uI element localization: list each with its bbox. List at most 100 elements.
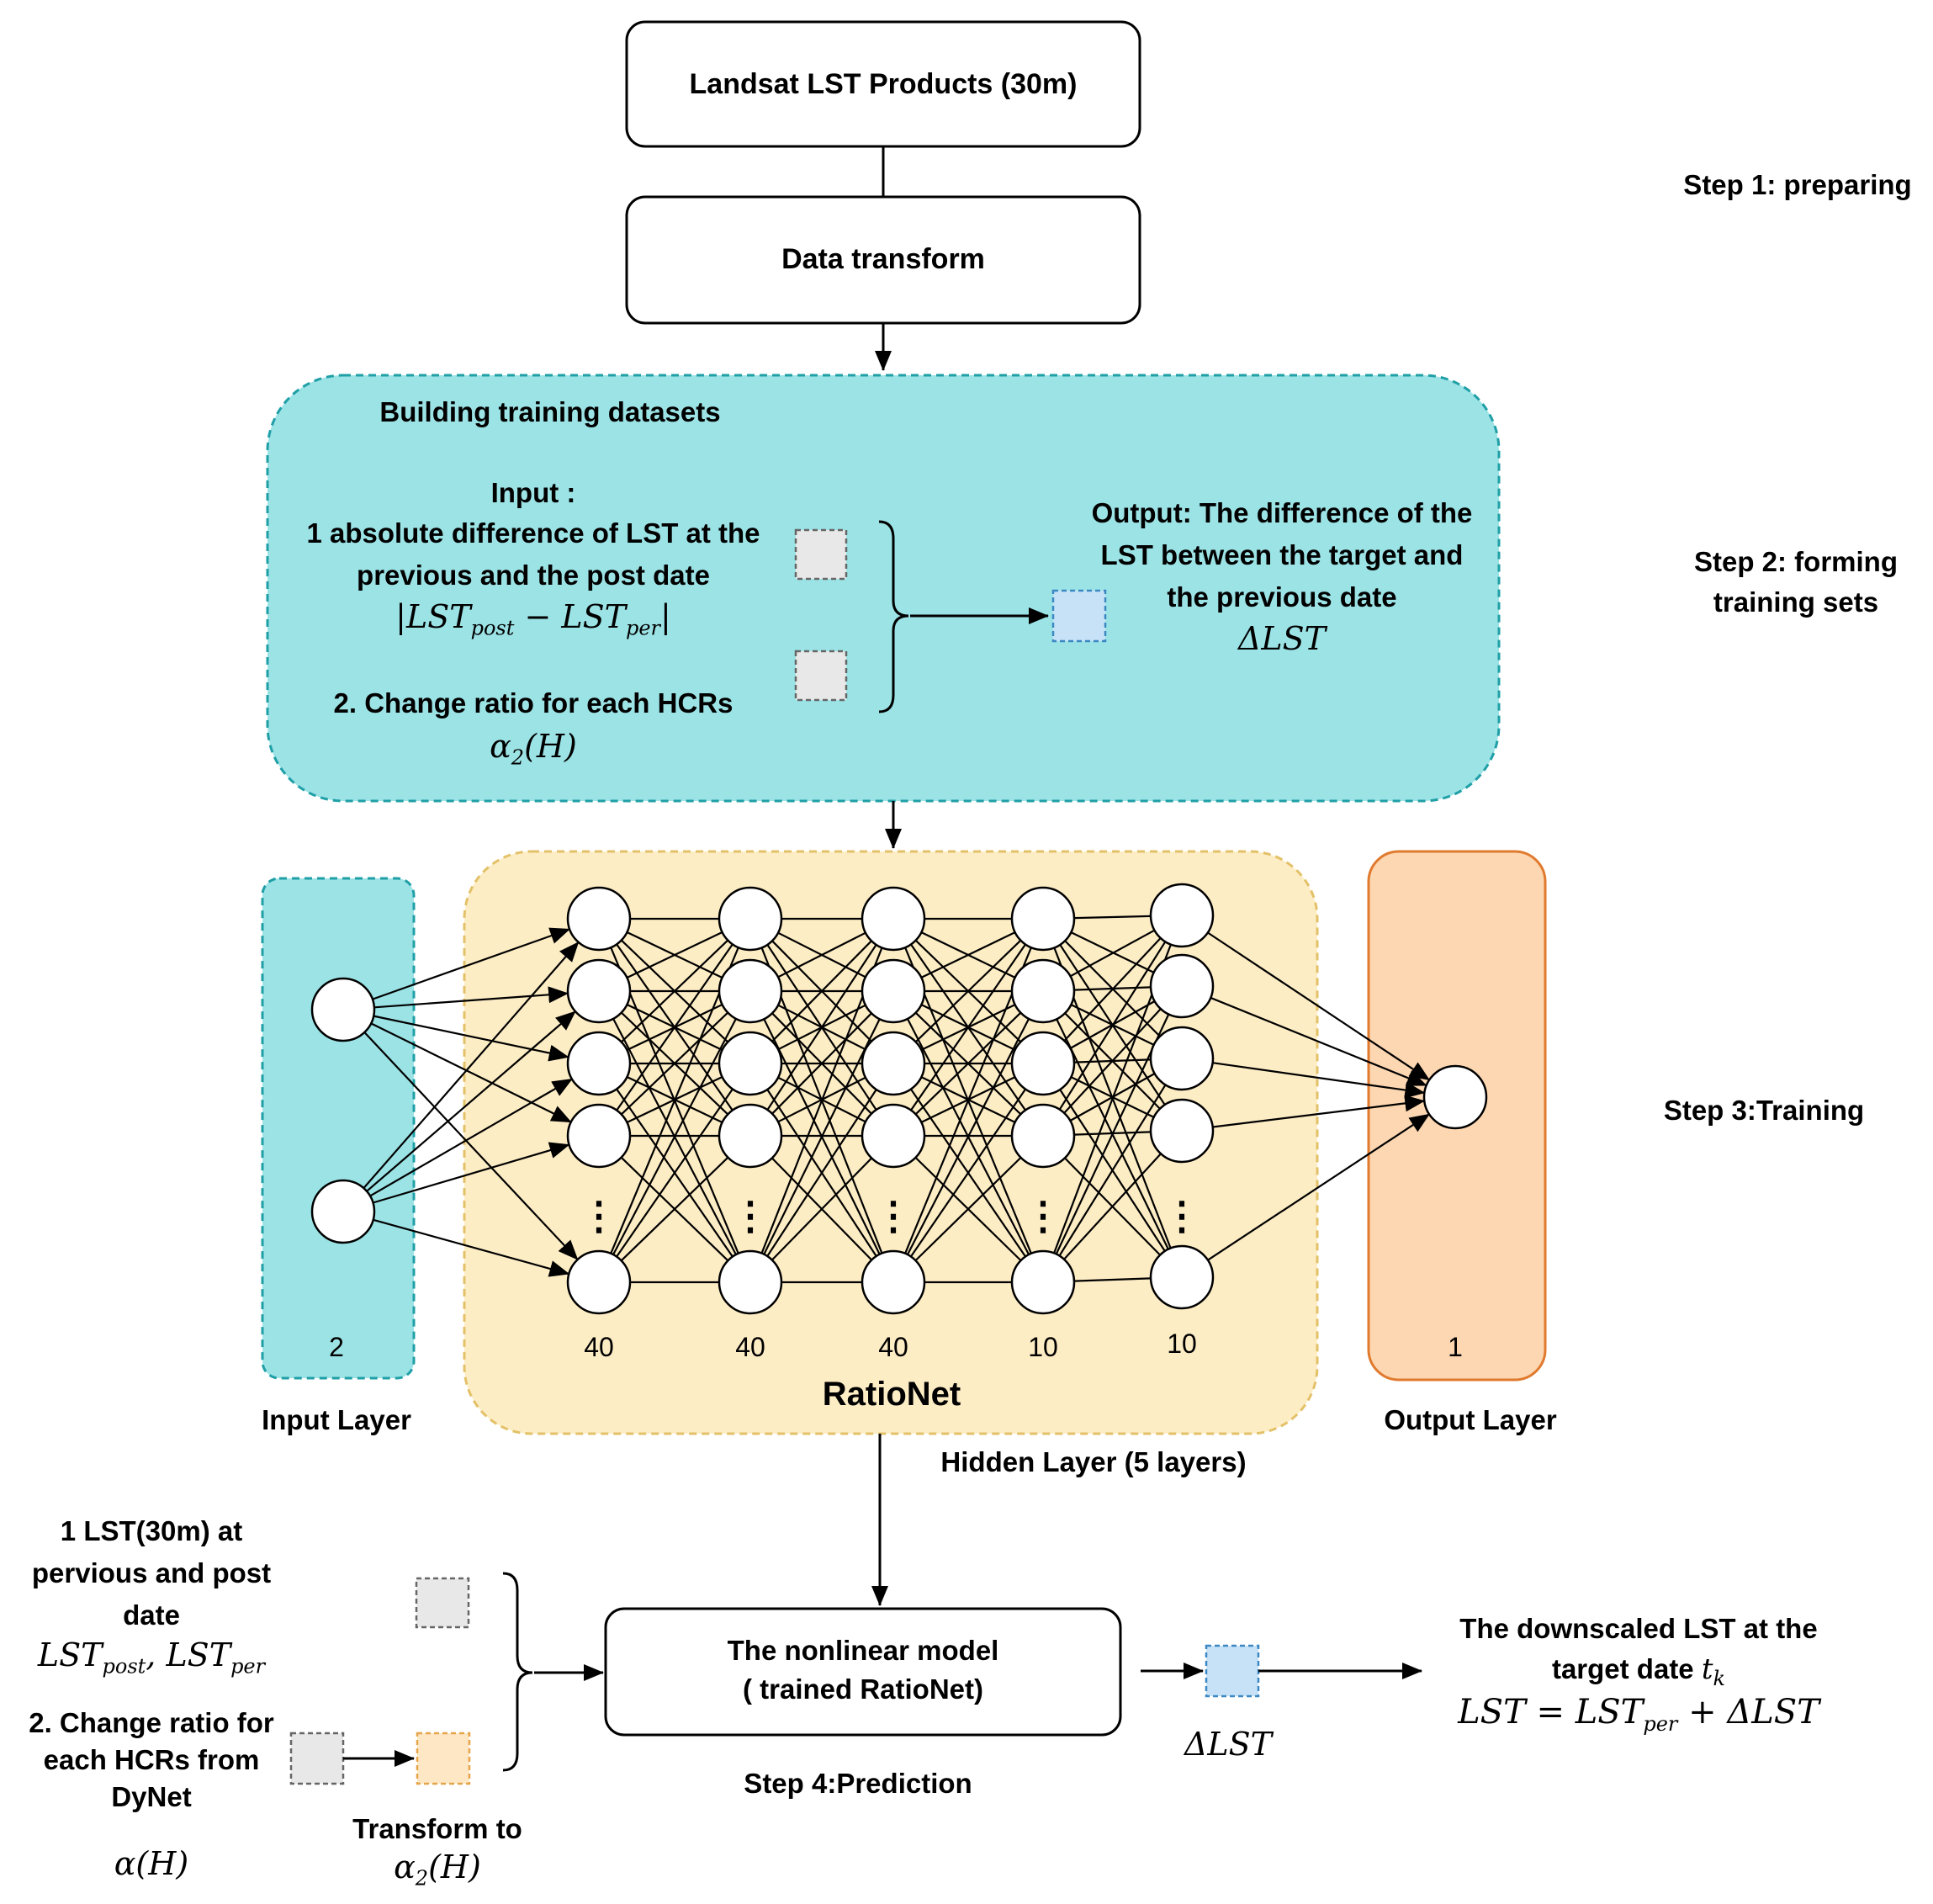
network-edge <box>1210 996 1427 1087</box>
training-input-brace <box>878 520 909 713</box>
neuron-node <box>566 1031 632 1096</box>
pred-input2-line1: 2. Change ratio for <box>29 1707 274 1738</box>
network-edge <box>616 943 733 1111</box>
neuron-node <box>1010 1031 1076 1096</box>
network-edge <box>1212 1095 1426 1128</box>
network-edge <box>771 940 872 1042</box>
ellipsis-col2: ⋮ <box>731 1194 770 1238</box>
hidden-count-2: 40 <box>735 1332 765 1362</box>
pred-input1-formula: LSTpost, LSTper <box>37 1636 266 1679</box>
network-edge <box>610 947 739 1254</box>
network-edge <box>620 1156 729 1262</box>
hidden-count-4: 10 <box>1028 1332 1058 1362</box>
transform-label: Transform to <box>352 1813 522 1844</box>
prediction-input-brace <box>502 1572 533 1772</box>
training-title: Building training datasets <box>379 396 721 427</box>
transform-formula: α2(H) <box>394 1848 481 1891</box>
neuron-node <box>1149 1244 1215 1310</box>
training-input1-line2: previous and the post date <box>357 560 710 591</box>
output-sample-square <box>1051 589 1107 643</box>
network-edge <box>1069 929 1156 978</box>
training-input2-label: 2. Change ratio for each HCRs <box>333 687 733 719</box>
network-nodes <box>310 883 1488 1315</box>
network-edge <box>620 1011 729 1116</box>
training-datasets-panel <box>266 374 1501 803</box>
network-edge <box>1058 941 1167 1111</box>
step1-label: Step 1: preparing <box>1683 169 1912 200</box>
output-layer-label: Output Layer <box>1384 1404 1557 1435</box>
nonlinear-model-line1: The nonlinear model <box>727 1635 999 1666</box>
network-edge <box>366 1010 576 1192</box>
input-layer-count: 2 <box>329 1332 344 1362</box>
neuron-node <box>1149 1098 1215 1164</box>
input-sample-square-1 <box>794 528 848 581</box>
neuron-node <box>861 886 926 952</box>
nonlinear-model-line2: ( trained RatioNet) <box>742 1673 984 1705</box>
training-output-formula: ΔLST <box>1237 620 1327 657</box>
input-layer-label: Input Layer <box>262 1404 411 1435</box>
network-edge <box>904 947 1032 1254</box>
pred-input-square-1 <box>415 1577 470 1629</box>
delta-lst-formula: ΔLST <box>1184 1726 1273 1763</box>
network-edge <box>771 1157 872 1261</box>
neuron-node <box>718 1103 783 1169</box>
network-edge <box>906 1018 1030 1255</box>
neuron-node <box>566 886 632 952</box>
pred-input2-formula: α(H) <box>114 1845 189 1882</box>
pred-input1-line1: 1 LST(30m) at <box>60 1515 243 1546</box>
pred-input2-line2: each HCRs from <box>43 1744 260 1775</box>
neuron-node <box>861 1103 926 1169</box>
training-output-line3: the previous date <box>1167 581 1397 613</box>
network-edge <box>373 1015 569 1062</box>
neuron-node <box>566 1249 632 1315</box>
neuron-node <box>566 958 632 1024</box>
training-input1-formula: |LSTpost − LSTper| <box>395 598 671 640</box>
neuron-node <box>1149 953 1215 1019</box>
network-edge <box>1073 1277 1152 1282</box>
network-edge <box>777 931 866 979</box>
neuron-node <box>310 977 376 1042</box>
network-edge <box>1212 1062 1426 1099</box>
training-input-label: Input : <box>490 477 576 508</box>
neuron-node <box>861 958 926 1024</box>
neuron-node <box>1149 1026 1215 1091</box>
neuron-node <box>566 1103 632 1169</box>
step2-label-line1: Step 2: forming <box>1693 546 1899 577</box>
network-edge <box>760 947 883 1254</box>
output-layer-count: 1 <box>1448 1332 1463 1362</box>
network-edge <box>766 944 877 1111</box>
network-edge <box>620 939 729 1043</box>
network-edge <box>1073 915 1152 920</box>
training-output-line1: Output: The difference of the <box>1091 497 1473 528</box>
ellipsis-col5: ⋮ <box>1162 1194 1201 1238</box>
network-edge <box>1207 931 1431 1081</box>
network-edge <box>363 941 580 1189</box>
network-edge <box>920 931 1016 979</box>
network-connections <box>363 915 1431 1284</box>
network-edge <box>363 1032 579 1260</box>
network-edge <box>914 939 1022 1043</box>
network-edge <box>771 1012 872 1115</box>
network-edge <box>910 943 1026 1111</box>
input-layer-panel <box>261 877 416 1380</box>
hidden-count-3: 40 <box>878 1332 908 1362</box>
network-edge <box>370 1022 572 1123</box>
network-edge <box>1058 1084 1167 1257</box>
neuron-node <box>718 958 783 1024</box>
network-edge <box>373 1142 570 1204</box>
neuron-node <box>718 1031 783 1096</box>
neuron-node <box>1010 1249 1076 1315</box>
pred-input1-line3: date <box>123 1599 180 1631</box>
pred-input2-line3: DyNet <box>111 1781 192 1812</box>
network-edge <box>1207 1113 1430 1261</box>
training-output-line2: LST between the target and <box>1100 539 1464 570</box>
network-edge <box>626 931 723 979</box>
network-edge <box>373 986 569 1009</box>
network-edge <box>1063 1008 1162 1114</box>
input-sample-square-2 <box>794 650 848 702</box>
nonlinear-model-box <box>604 1607 1122 1737</box>
neuron-node <box>310 1179 376 1244</box>
pred-input-square-2 <box>289 1732 345 1785</box>
network-edge <box>914 1157 1022 1261</box>
network-edge <box>909 1088 1027 1258</box>
